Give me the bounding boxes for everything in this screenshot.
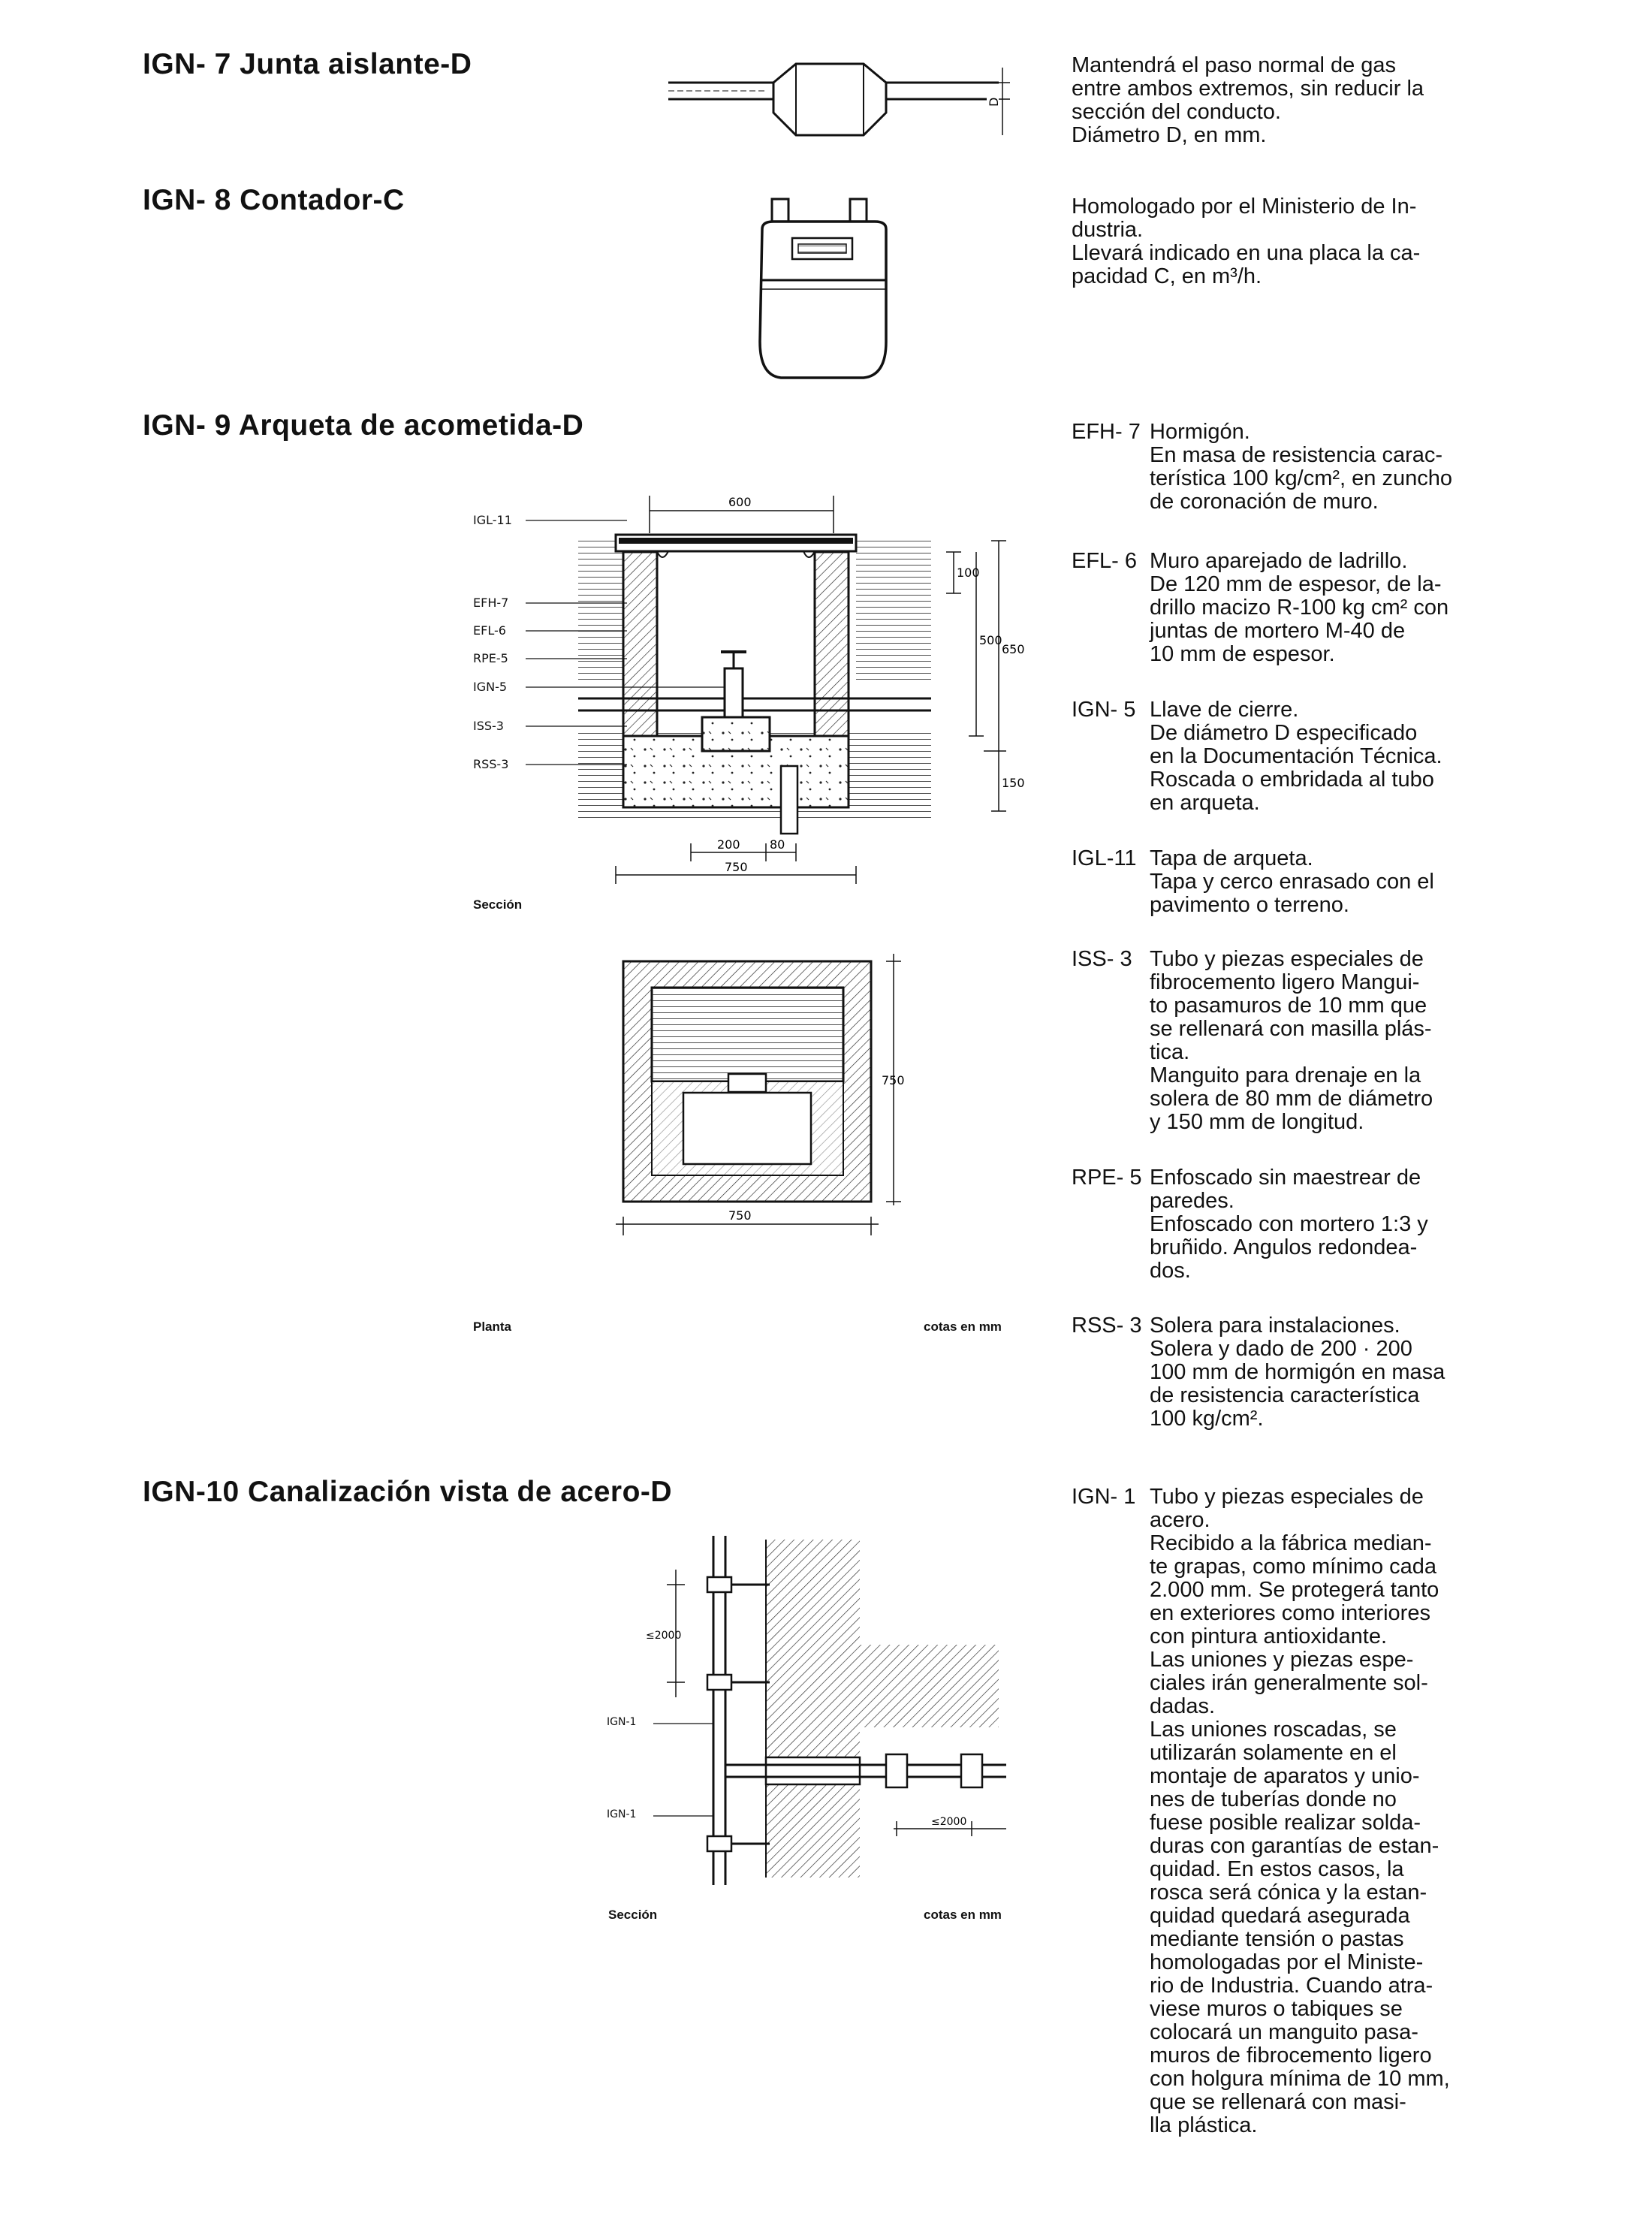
- label-rpe5: RPE-5: [473, 651, 508, 665]
- dim-750-plan-v: 750: [882, 1073, 905, 1087]
- spec-text: Tapa de arqueta. Tapa y cerco enrasado c…: [1150, 846, 1434, 917]
- section-title-ign7: IGN- 7 Junta aislante-D: [143, 48, 472, 80]
- label-efl6: EFL-6: [473, 623, 506, 638]
- dim-200: 200: [717, 837, 740, 852]
- caption-seccion-ign9: Sección: [473, 897, 523, 912]
- spec-text: Llave de cierre. De diámetro D especific…: [1150, 698, 1442, 815]
- label-rss3: RSS-3: [473, 757, 509, 771]
- section-title-ign8: IGN- 8 Contador-C: [143, 184, 405, 216]
- section-title-ign9: IGN- 9 Arqueta de acometida-D: [143, 409, 584, 442]
- spec-code: RSS- 3: [1072, 1314, 1142, 1338]
- label-ign1-a: IGN-1: [607, 1716, 637, 1728]
- label-iss3: ISS-3: [473, 719, 504, 733]
- manhole-section-drawing: 100 500 650 150 600 200 80 750: [526, 495, 1025, 884]
- spec-rpe5: RPE- 5 Enfoscado sin maestrear de parede…: [1072, 1166, 1627, 1283]
- spec-code: EFH- 7: [1072, 420, 1141, 444]
- section-title-ign10: IGN-10 Canalización vista de acero-D: [143, 1476, 673, 1508]
- spec-text: Enfoscado sin maestrear de paredes. Enfo…: [1150, 1166, 1428, 1283]
- dim-le2000-v: ≤2000: [646, 1630, 681, 1642]
- spec-text: Tubo y piezas especiales de fibrocemento…: [1150, 947, 1433, 1134]
- section-desc-ign7: Mantendrá el paso normal de gas entre am…: [1072, 53, 1424, 147]
- dim-750-section: 750: [725, 860, 748, 874]
- spec-text: Solera para instalaciones. Solera y dado…: [1150, 1314, 1446, 1431]
- spec-code: EFL- 6: [1072, 549, 1138, 573]
- dim-650: 650: [1002, 642, 1025, 656]
- gas-meter-drawing: [758, 198, 888, 379]
- spec-code: IGL-11: [1072, 846, 1137, 870]
- label-efh7: EFH-7: [473, 596, 509, 610]
- dim-150: 150: [1002, 776, 1025, 790]
- spec-rss3: RSS- 3 Solera para instalaciones. Solera…: [1072, 1314, 1627, 1431]
- dim-d-label: D: [987, 98, 1001, 107]
- steel-pipe-section-drawing: ≤2000 ≤2000: [646, 1536, 1006, 1885]
- insulating-joint-drawing: D: [668, 62, 1010, 137]
- spec-text: Tubo y piezas especiales de acero. Recib…: [1150, 1485, 1450, 2137]
- spec-iss3: ISS- 3 Tubo y piezas especiales de fibro…: [1072, 948, 1627, 1134]
- spec-ign5: IGN- 5 Llave de cierre. De diámetro D es…: [1072, 698, 1627, 815]
- caption-planta: Planta: [473, 1320, 512, 1334]
- spec-code: IGN- 5: [1072, 698, 1136, 722]
- dim-100: 100: [957, 566, 980, 580]
- dim-80: 80: [770, 837, 785, 852]
- section-desc-ign8: Homologado por el Ministerio de In- dust…: [1072, 195, 1421, 288]
- dim-600: 600: [728, 495, 752, 509]
- label-ign5: IGN-5: [473, 680, 508, 694]
- spec-igl11: IGL-11 Tapa de arqueta. Tapa y cerco enr…: [1072, 847, 1627, 917]
- manhole-plan-drawing: 750 750: [616, 954, 905, 1235]
- spec-text: Hormigón. En masa de resistencia carac- …: [1150, 420, 1452, 514]
- label-igl11: IGL-11: [473, 513, 512, 527]
- label-ign1-b: IGN-1: [607, 1808, 637, 1820]
- dim-500: 500: [979, 633, 1002, 647]
- dim-le2000-h: ≤2000: [931, 1816, 966, 1828]
- spec-code: ISS- 3: [1072, 947, 1132, 971]
- note-cotas-ign10: cotas en mm: [924, 1908, 1002, 1922]
- spec-text: Muro aparejado de ladrillo. De 120 mm de…: [1150, 549, 1449, 666]
- spec-code: IGN- 1: [1072, 1485, 1136, 1509]
- spec-efh7: EFH- 7 Hormigón. En masa de resistencia …: [1072, 421, 1627, 514]
- spec-ign1: IGN- 1 Tubo y piezas especiales de acero…: [1072, 1485, 1627, 2137]
- dim-750-plan-h: 750: [728, 1208, 752, 1223]
- caption-seccion-ign10: Sección: [608, 1908, 658, 1922]
- spec-efl6: EFL- 6 Muro aparejado de ladrillo. De 12…: [1072, 550, 1627, 666]
- spec-code: RPE- 5: [1072, 1166, 1142, 1190]
- note-cotas-ign9: cotas en mm: [924, 1320, 1002, 1334]
